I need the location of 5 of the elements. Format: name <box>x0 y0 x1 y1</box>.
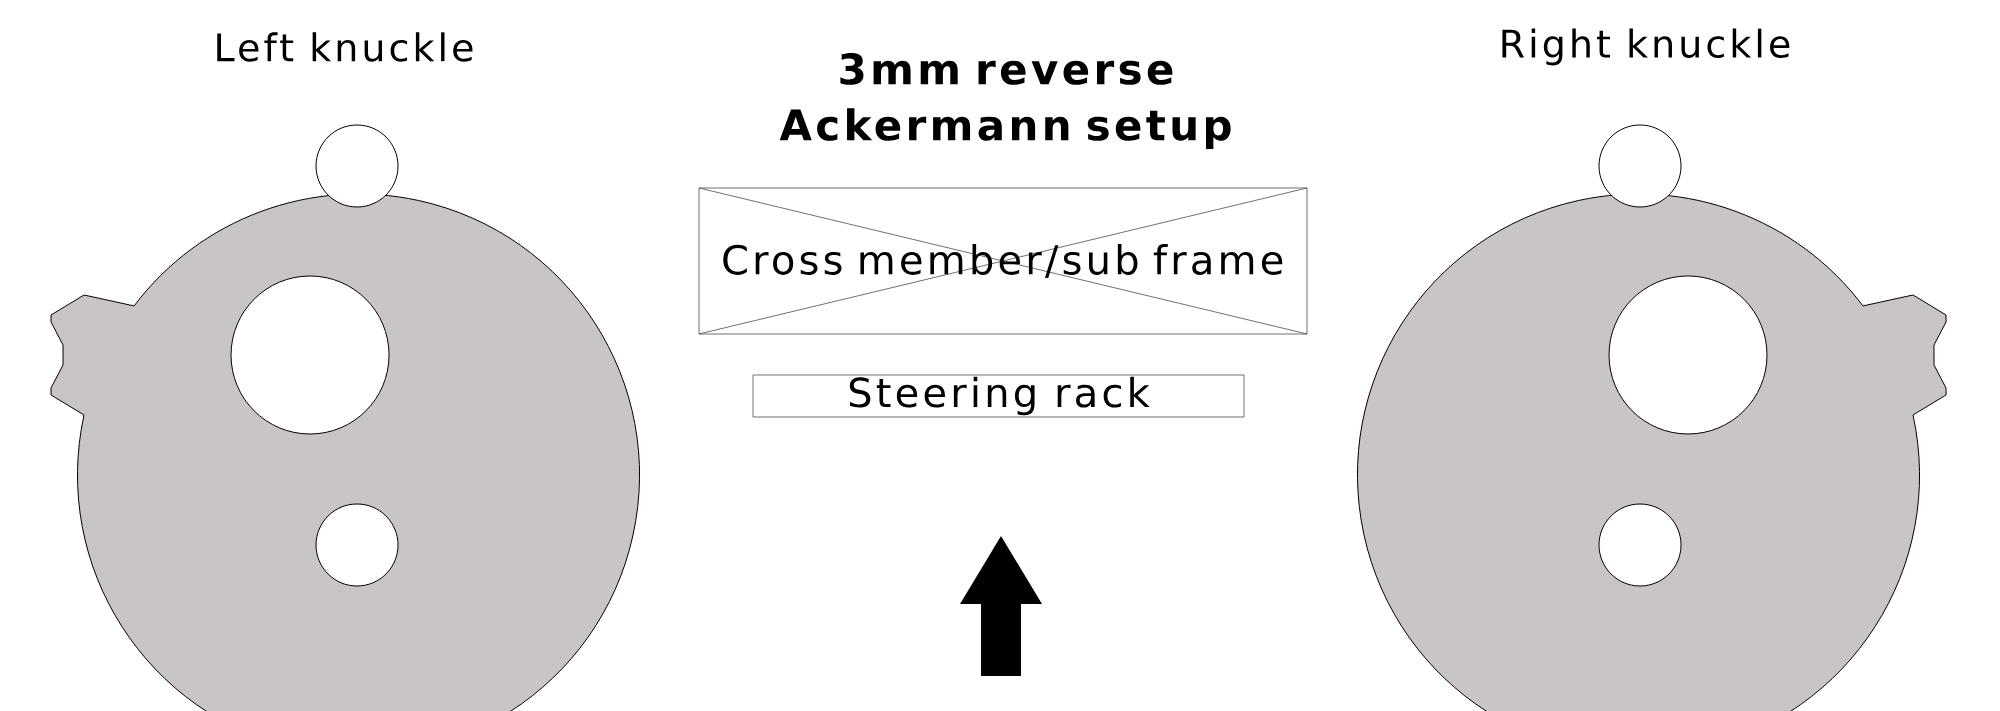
rack-box: Steering rack <box>752 374 1245 418</box>
frame-box: Cross member/sub frame <box>698 187 1308 335</box>
heading: Right knuckle <box>1502 28 1790 66</box>
title: 3mm reverse Ackermann setup <box>779 53 1231 149</box>
heading: Left knuckle <box>217 32 473 62</box>
